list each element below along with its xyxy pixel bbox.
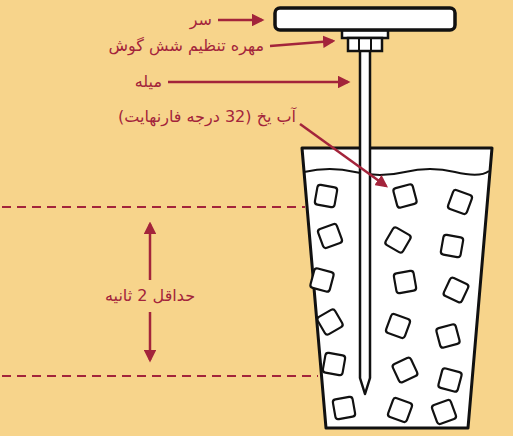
- ice-cube: [447, 189, 473, 215]
- depth-label: حداقل 2 ثانیه: [101, 286, 199, 306]
- dashed-guide: [2, 375, 318, 377]
- ice-cube: [317, 223, 343, 249]
- leader-arrow: [300, 124, 386, 186]
- nut-face: [358, 38, 360, 51]
- nut-label: مهره تنظیم شش گوش: [108, 36, 264, 56]
- ice-cube: [322, 352, 345, 375]
- dial-head: [275, 8, 455, 30]
- ice-cube: [436, 324, 460, 348]
- nut-face: [370, 38, 372, 51]
- ice-cube: [393, 270, 416, 293]
- ice-cube: [387, 397, 413, 423]
- ice-cube: [385, 313, 411, 339]
- stem-label: میله: [135, 72, 162, 92]
- ice-cube: [384, 226, 411, 253]
- ice-cube: [443, 277, 470, 304]
- ice-cubes: [310, 184, 473, 425]
- leader-arrow: [270, 41, 333, 46]
- ice-cube: [440, 234, 463, 257]
- ice-cube: [332, 396, 355, 419]
- ice-cube: [392, 357, 419, 384]
- ice-cube: [316, 308, 343, 335]
- dimension-arrow: [149, 312, 152, 360]
- glass: [302, 148, 492, 428]
- leader-arrow: [218, 19, 262, 22]
- ice-cube: [393, 184, 417, 208]
- water-line: [304, 169, 489, 175]
- ice-water-label: آب یخ (32 درجه فارنهایت): [118, 107, 296, 127]
- ice-cube: [431, 399, 457, 425]
- head-label: سر: [190, 10, 212, 30]
- ice-cube: [310, 268, 334, 292]
- ice-cube: [314, 184, 337, 207]
- dimension-arrow: [149, 224, 152, 280]
- ice-cube: [438, 368, 462, 392]
- hex-nut: [348, 38, 382, 51]
- dashed-guide: [2, 206, 305, 208]
- leader-arrow: [168, 81, 348, 84]
- stem: [360, 50, 370, 394]
